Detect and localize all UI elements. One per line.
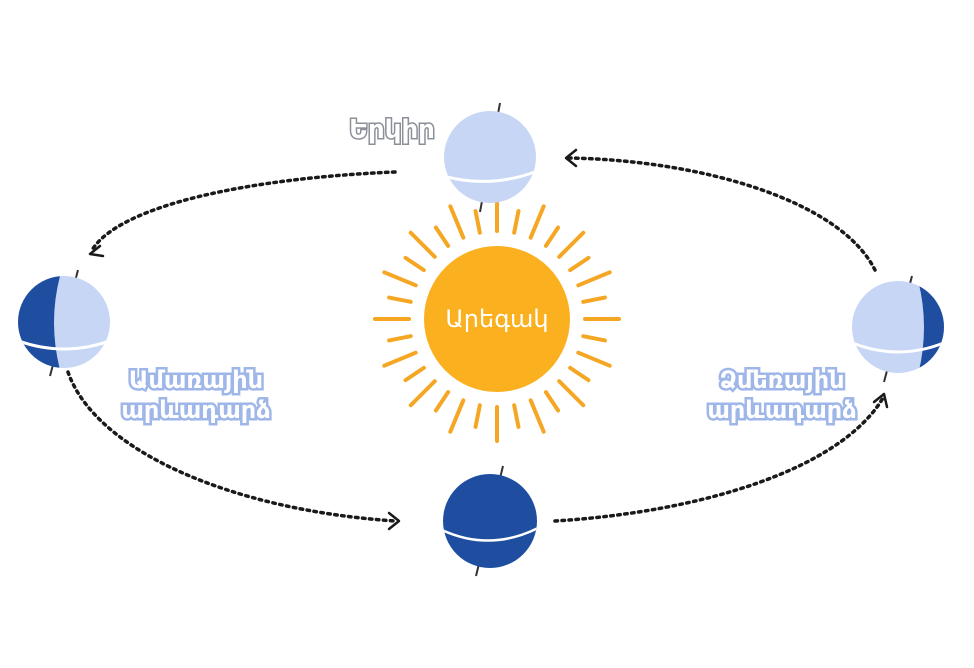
winter-solstice-label-line1: Ձմեռային (719, 366, 844, 394)
earth-label: Երկիր (349, 115, 435, 145)
arrow-icon-bottom-right (872, 392, 889, 409)
sun-ray (408, 379, 437, 408)
sun-ray (528, 204, 546, 240)
sun-ray (448, 398, 466, 434)
arrow-icon-top-right (564, 148, 578, 168)
sun-ray (473, 209, 482, 235)
sun-ray (557, 230, 586, 259)
sun-ray (512, 403, 521, 429)
sun-ray (557, 379, 586, 408)
sun-label: Արեգակ (445, 305, 548, 333)
orbit-path-top-right (566, 156, 877, 272)
summer-solstice-label-line2: արևադարձ (121, 396, 270, 424)
arrow-icon-top-left (88, 244, 105, 258)
sun-ray (576, 350, 612, 368)
sun-ray (581, 334, 607, 343)
sun-ray (408, 230, 437, 259)
sun-ray (433, 390, 451, 413)
earth-globe-icon-winter (852, 275, 944, 383)
earth-globe-icon-summer (18, 269, 110, 377)
orbit-path-top-left (90, 170, 397, 252)
orbit-path-bottom-left (66, 370, 397, 523)
sun-ray (568, 255, 591, 273)
sun-ray (473, 403, 482, 429)
sun-ray (403, 255, 426, 273)
sun-ray (382, 350, 418, 368)
sun-ray (581, 295, 607, 304)
orbit-paths (66, 148, 889, 531)
sun-ray (387, 295, 413, 304)
sun-ray (403, 365, 426, 383)
sun-icon: Արեգակ (373, 195, 621, 443)
sun-rays (373, 195, 621, 443)
sun-ray (382, 270, 418, 288)
earth-globe-icon-bottom (443, 465, 537, 577)
arrow-icon-bottom-left (387, 511, 401, 531)
sun-ray (543, 225, 561, 248)
sun-disk (424, 246, 570, 392)
summer-solstice-label-line1: Ամառային (129, 366, 263, 394)
orbit-path-bottom-right (553, 396, 885, 523)
sun-ray (543, 390, 561, 413)
sun-ray (448, 204, 466, 240)
sun-ray (568, 365, 591, 383)
winter-solstice-label-line2: արևադարձ (707, 396, 856, 424)
sun-ray (433, 225, 451, 248)
sun-ray (528, 398, 546, 434)
sun-ray (576, 270, 612, 288)
sun-ray (512, 209, 521, 235)
earth-globe-icon (444, 102, 536, 213)
sun-ray (387, 334, 413, 343)
